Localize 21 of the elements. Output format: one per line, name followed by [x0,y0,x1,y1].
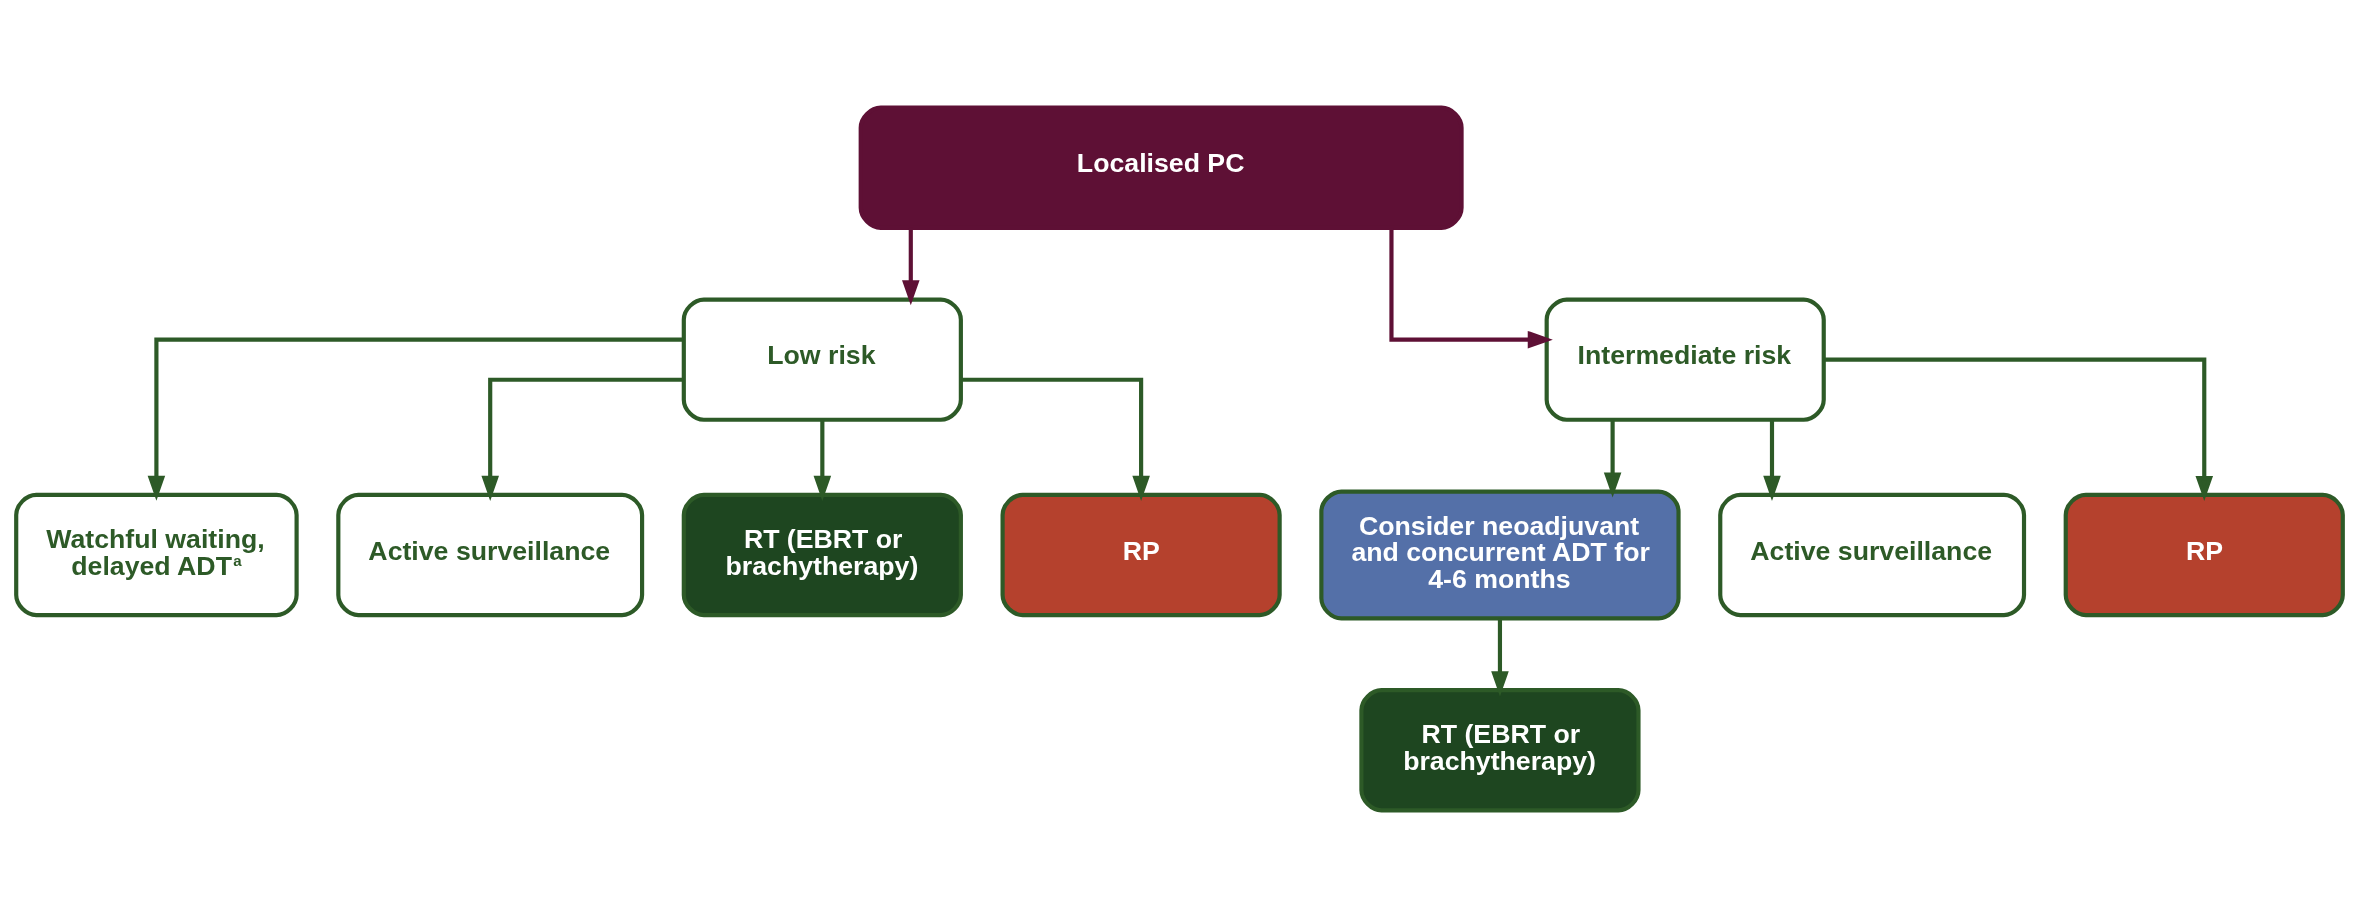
node-box: Intermediate risk [1544,297,1826,422]
node-box: Watchful waiting, delayed ADT$^{a}$ [14,492,299,618]
arrow [813,419,832,501]
node-box: RT (EBRT or brachytherapy) [1359,688,1641,813]
node-box: Active surveillance [1718,492,2027,618]
node-box: RP [1000,492,1282,618]
arrow [902,227,920,306]
node-box: Active surveillance [336,492,645,618]
arrow [1824,357,2214,502]
arrow [1763,419,1781,501]
node-box: Localised PC [858,105,1464,230]
arrow [1603,419,1622,498]
arrow [961,377,1150,501]
node-box: Consider neoadjuvant and concurrent ADT for 4-6 months [1319,489,1681,621]
arrow [1389,227,1553,349]
arrow [147,337,684,501]
arrow [481,377,684,501]
node-box: RP [2063,492,2345,618]
arrow [1491,618,1509,697]
node-box: RT (EBRT or brachytherapy) [681,492,963,618]
node-box: Low risk [681,297,963,422]
